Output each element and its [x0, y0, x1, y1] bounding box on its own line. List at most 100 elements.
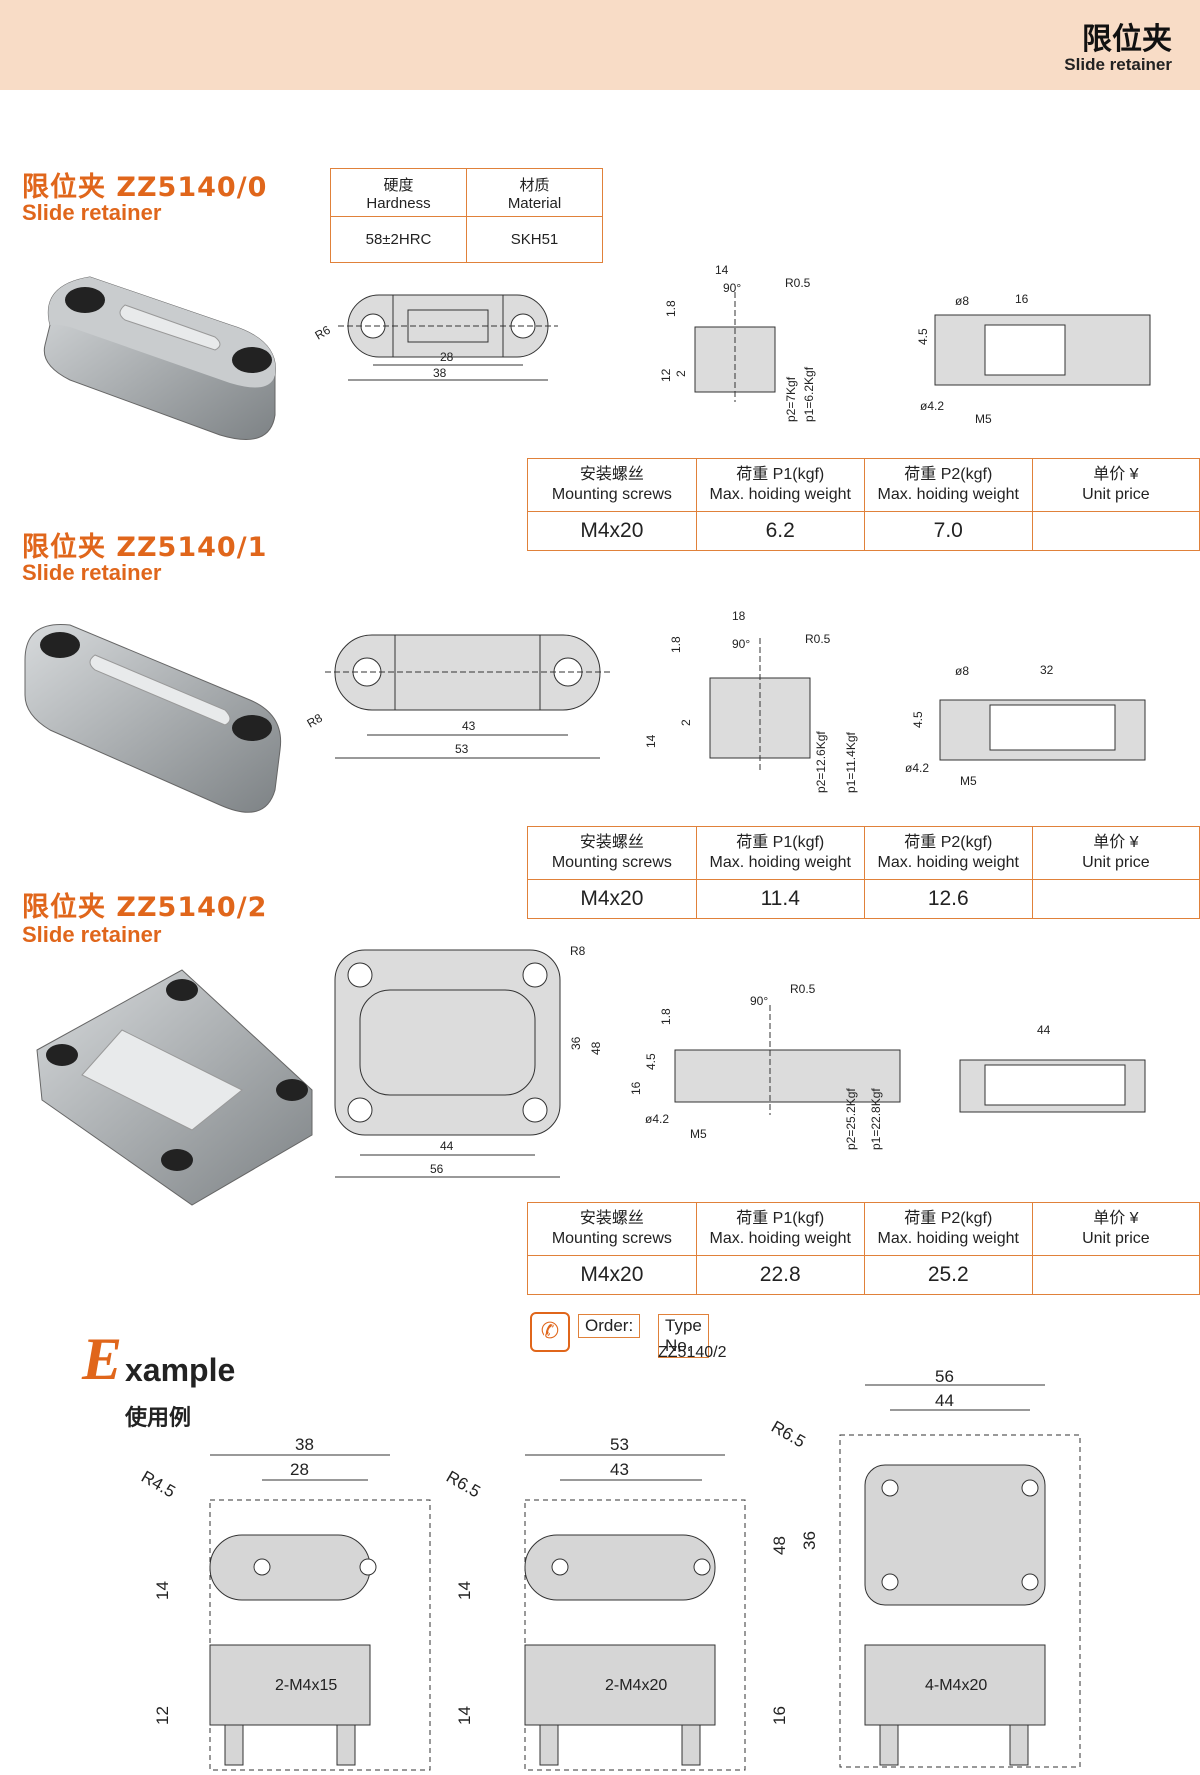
svg-text:43: 43	[462, 719, 476, 733]
product-2-p1: 22.8	[695, 1255, 865, 1295]
svg-text:43: 43	[610, 1460, 629, 1479]
product-1-photo	[24, 623, 282, 813]
svg-text:16: 16	[1015, 292, 1029, 306]
hardness-value: 58±2HRC	[330, 216, 467, 263]
svg-text:14: 14	[153, 1581, 172, 1600]
product-1-subtitle: Slide retainer	[22, 560, 162, 585]
example-title: xample	[125, 1352, 236, 1388]
product-1-title: 限位夹 ZZ5140/1	[22, 532, 268, 563]
type-no-label: Type No.	[658, 1314, 709, 1358]
svg-text:ø8: ø8	[955, 664, 969, 678]
product-1-screws: M4x20	[527, 879, 697, 919]
svg-text:16: 16	[770, 1706, 789, 1725]
product-2-photo	[36, 969, 313, 1206]
svg-text:p1=11.4Kgf: p1=11.4Kgf	[844, 732, 858, 793]
svg-text:R8: R8	[570, 944, 586, 958]
svg-text:44: 44	[935, 1391, 954, 1410]
svg-text:p2=25.2Kgf: p2=25.2Kgf	[844, 1088, 858, 1150]
product-0-photo	[43, 276, 276, 440]
product-1-p2: 12.6	[863, 879, 1033, 919]
dim-outer: 38	[433, 366, 447, 380]
svg-text:2-M4x15: 2-M4x15	[275, 1677, 337, 1694]
product-2-top-view: 44 56 R8 36 48	[334, 944, 603, 1178]
product-0-subtitle: Slide retainer	[22, 200, 162, 225]
example-1-drawing: 53 43 R6.5 14 14 2-M4x20	[443, 1435, 746, 1771]
example-title-initial: E	[82, 1326, 123, 1392]
product-2-screws: M4x20	[527, 1255, 697, 1295]
product-0-screws: M4x20	[527, 511, 697, 551]
svg-text:ø4.2: ø4.2	[920, 399, 944, 413]
dim-top-width: 14	[715, 263, 729, 277]
svg-text:90°: 90°	[732, 637, 750, 651]
svg-text:12: 12	[659, 368, 673, 382]
svg-text:p2=7Kgf: p2=7Kgf	[784, 376, 798, 422]
svg-text:28: 28	[290, 1460, 309, 1479]
product-2-price	[1031, 1255, 1200, 1295]
svg-text:90°: 90°	[723, 281, 741, 295]
header-title-cn: 限位夹	[1082, 22, 1172, 57]
svg-text:M5: M5	[960, 774, 977, 788]
svg-text:R0.5: R0.5	[785, 276, 811, 290]
svg-text:R6.5: R6.5	[443, 1467, 484, 1501]
svg-text:4.5: 4.5	[644, 1053, 658, 1070]
product-2-subtitle: Slide retainer	[22, 922, 162, 947]
page-header: 限位夹 Slide retainer	[0, 0, 1200, 90]
svg-text:2-M4x20: 2-M4x20	[605, 1677, 667, 1694]
example-2-drawing: 56 44 R6.5 48 36 16 4-M4x20	[768, 1367, 1081, 1768]
svg-text:R8: R8	[305, 711, 326, 731]
svg-text:48: 48	[770, 1536, 789, 1555]
svg-text:p1=22.8Kgf: p1=22.8Kgf	[869, 1088, 883, 1150]
svg-text:R0.5: R0.5	[805, 632, 831, 646]
material-value: SKH51	[466, 216, 603, 263]
product-0-p1: 6.2	[695, 511, 865, 551]
svg-text:53: 53	[455, 742, 469, 756]
product-0-section-view: 14 90° R0.5 1.8 12 2 p2=7Kgf p1=6.2Kgf	[659, 263, 816, 422]
product-2-side-view: 44	[959, 1023, 1146, 1113]
svg-text:90°: 90°	[750, 994, 768, 1008]
svg-text:48: 48	[589, 1041, 603, 1055]
svg-text:36: 36	[800, 1531, 819, 1550]
svg-text:1.8: 1.8	[659, 1008, 673, 1025]
svg-text:R6.5: R6.5	[768, 1417, 809, 1451]
svg-text:16: 16	[629, 1081, 643, 1095]
svg-text:p2=12.6Kgf: p2=12.6Kgf	[814, 731, 828, 793]
product-1-side-view: ø8 32 4.5 ø4.2 M5	[905, 663, 1146, 788]
svg-text:14: 14	[455, 1581, 474, 1600]
svg-text:14: 14	[455, 1706, 474, 1725]
svg-text:M5: M5	[690, 1127, 707, 1141]
type-no-value: ZZ5140/2	[658, 1344, 727, 1361]
product-1-price	[1031, 879, 1200, 919]
svg-text:R0.5: R0.5	[790, 982, 816, 996]
svg-text:ø4.2: ø4.2	[905, 761, 929, 775]
svg-text:36: 36	[569, 1036, 583, 1050]
svg-text:M5: M5	[975, 412, 992, 426]
svg-text:44: 44	[440, 1139, 454, 1153]
svg-text:4.5: 4.5	[916, 328, 930, 345]
svg-text:ø4.2: ø4.2	[645, 1112, 669, 1126]
svg-text:1.8: 1.8	[669, 636, 683, 653]
order-label: Order:	[578, 1314, 641, 1338]
product-2-section-view: 90° R0.5 1.8 16 4.5 ø4.2 M5 p2=25.2Kgf p…	[629, 982, 901, 1150]
product-0-price	[1031, 511, 1200, 551]
svg-text:56: 56	[935, 1367, 954, 1386]
svg-text:4-M4x20: 4-M4x20	[925, 1677, 987, 1694]
svg-text:1.8: 1.8	[664, 300, 678, 317]
svg-text:p1=6.2Kgf: p1=6.2Kgf	[802, 366, 816, 422]
dim-inner: 28	[440, 350, 454, 364]
product-2-title: 限位夹 ZZ5140/2	[22, 892, 268, 923]
svg-text:56: 56	[430, 1162, 444, 1176]
dim-radius: R6	[313, 323, 334, 343]
product-0-top-view: 28 38 R6	[313, 294, 558, 381]
product-0-title: 限位夹 ZZ5140/0	[22, 172, 268, 203]
svg-text:4.5: 4.5	[911, 711, 925, 728]
product-0-p2: 7.0	[863, 511, 1033, 551]
product-1-section-view: 18 90° R0.5 1.8 14 2 p2=12.6Kgf p1=11.4K…	[644, 609, 858, 793]
product-2-p2: 25.2	[863, 1255, 1033, 1295]
product-0-side-view: ø8 16 4.5 ø4.2 M5	[916, 292, 1151, 426]
